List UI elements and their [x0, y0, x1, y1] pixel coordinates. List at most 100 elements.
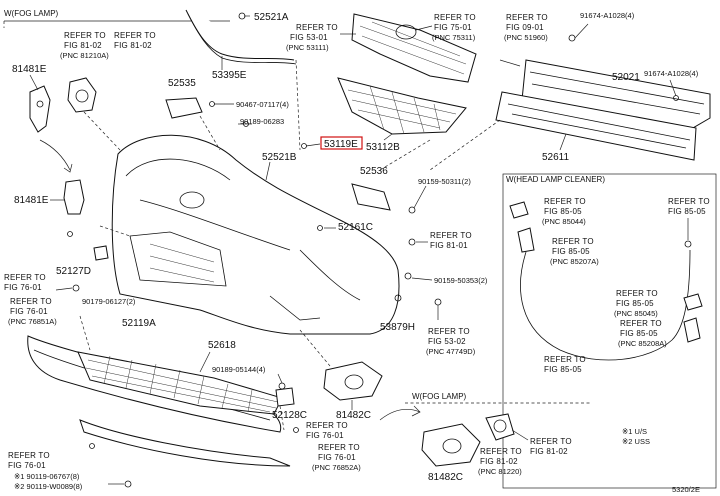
ref-76852a-c[interactable]: (PNC 76852A)	[312, 463, 361, 472]
bolt-90189-05144[interactable]: 90189-05144(4)	[212, 365, 266, 374]
fog-lamp-cover-mid[interactable]	[323, 361, 383, 401]
bracket-52535[interactable]	[165, 97, 203, 119]
fog-lamp-unit[interactable]	[485, 413, 515, 441]
ref-85-05-tr-a[interactable]: REFER TO	[668, 197, 710, 206]
ref-85045-b[interactable]: FIG 85-05	[616, 299, 654, 308]
bolt-90159-50353[interactable]: 90159-50353(2)	[434, 276, 488, 285]
ref-81220-a[interactable]: REFER TO	[480, 447, 522, 456]
ref-76-01-a[interactable]: REFER TO	[4, 273, 46, 282]
washer-hose[interactable]	[520, 249, 691, 361]
bumper-reinforcement-52021[interactable]	[521, 59, 711, 133]
ref-81-02-bottom-a[interactable]: REFER TO	[530, 437, 572, 446]
ref-85208a-b[interactable]: FIG 85-05	[620, 329, 658, 338]
bolt-90159-50311[interactable]: 90159-50311(2)	[418, 177, 471, 186]
part-52611[interactable]: 52611	[542, 152, 570, 163]
fog-lamp-bracket-top[interactable]	[29, 85, 51, 133]
ref-76851a-a[interactable]: REFER TO	[10, 297, 52, 306]
ref-09-01-c[interactable]: (PNC 51960)	[504, 33, 548, 42]
bolt-90119-06767[interactable]: ※1 90119-06767(8)	[14, 472, 80, 481]
ref-81-02-top2-a[interactable]: REFER TO	[114, 31, 156, 40]
ref-81-01-a[interactable]: REFER TO	[430, 231, 472, 240]
bumper-energy-absorber-52611[interactable]	[495, 91, 697, 161]
washer-nozzle-left[interactable]	[517, 227, 535, 253]
ref-85208a-c[interactable]: (PNC 85208A)	[618, 339, 667, 348]
ref-76-01-b[interactable]: FIG 76-01	[4, 283, 42, 292]
ref-81-02-bottom-b[interactable]: FIG 81-02	[530, 447, 568, 456]
ref-85044-a[interactable]: REFER TO	[544, 197, 586, 206]
ref-76-01-mid-a[interactable]: REFER TO	[306, 421, 348, 430]
bolt-90189-06283[interactable]: 90189-06283	[240, 117, 284, 126]
part-53112b[interactable]: 53112B	[366, 142, 400, 153]
part-81481e-mid[interactable]: 81481E	[14, 195, 49, 206]
ref-85207a-c[interactable]: (PNC 85207A)	[550, 257, 599, 266]
part-81481e-top[interactable]: 81481E	[12, 64, 47, 75]
ref-81-02-top-a[interactable]: REFER TO	[64, 31, 106, 40]
bumper-lower-undercover[interactable]	[79, 419, 291, 467]
part-53119e-highlight[interactable]	[320, 136, 363, 150]
ref-53-02-b[interactable]: FIG 53-02	[428, 337, 466, 346]
ref-53-02-a[interactable]: REFER TO	[428, 327, 470, 336]
ref-85044-b[interactable]: FIG 85-05	[544, 207, 582, 216]
ref-75-01-c[interactable]: (PNC 75311)	[432, 33, 476, 42]
fog-lamp-connector-top[interactable]	[67, 77, 97, 113]
ref-81-02-top-c[interactable]: (PNC 81210A)	[60, 51, 109, 60]
part-52021[interactable]: 52021	[612, 72, 640, 83]
ref-53-01-b[interactable]: FIG 53-01	[290, 33, 328, 42]
part-52128c[interactable]: 52128C	[272, 410, 307, 421]
ref-81220-c[interactable]: (PNC 81220)	[478, 467, 522, 476]
ref-81-02-top2-b[interactable]: FIG 81-02	[114, 41, 152, 50]
fog-lamp-bracket-mid[interactable]	[63, 179, 85, 215]
part-53879h[interactable]: 53879H	[380, 322, 415, 333]
radiator-grille-upper[interactable]	[351, 13, 477, 83]
ref-75-01-a[interactable]: REFER TO	[434, 13, 476, 22]
part-52161c[interactable]: 52161C	[338, 222, 373, 233]
ref-85208a-a[interactable]: REFER TO	[620, 319, 662, 328]
ref-76851a-b[interactable]: FIG 76-01	[10, 307, 48, 316]
part-81482c-bottom[interactable]: 81482C	[428, 472, 463, 483]
ref-76-01-bottom-a[interactable]: REFER TO	[8, 451, 50, 460]
ref-09-01-a[interactable]: REFER TO	[506, 13, 548, 22]
part-52618[interactable]: 52618	[208, 340, 236, 351]
ref-81-02-top-b[interactable]: FIG 81-02	[64, 41, 102, 50]
part-52127d[interactable]: 52127D	[56, 266, 91, 277]
radiator-grille-lower[interactable]	[337, 77, 467, 135]
clip-52127d[interactable]	[93, 245, 109, 261]
ref-76852a-b[interactable]: FIG 76-01	[318, 453, 356, 462]
ref-85045-c[interactable]: (PNC 85045)	[614, 309, 658, 318]
ref-76852a-a[interactable]: REFER TO	[318, 443, 360, 452]
bracket-52536[interactable]	[351, 183, 391, 211]
ref-85-05-bottom-b[interactable]: FIG 85-05	[544, 365, 582, 374]
part-52535[interactable]: 52535	[168, 78, 196, 89]
bolt-91674-a1028-top[interactable]: 91674-A1028(4)	[580, 11, 635, 20]
bolt-91674-a1028-right[interactable]: 91674-A1028(4)	[644, 69, 699, 78]
head-lamp-cleaner-cap-right[interactable]	[683, 293, 703, 311]
part-52521a[interactable]: 52521A	[254, 12, 289, 23]
fog-lamp-cover-bottom[interactable]	[421, 423, 481, 467]
ref-09-01-b[interactable]: FIG 09-01	[506, 23, 544, 32]
ref-85044-c[interactable]: (PNC 85044)	[542, 217, 586, 226]
ref-76-01-bottom-b[interactable]: FIG 76-01	[8, 461, 46, 470]
front-bumper-cover[interactable]	[111, 134, 400, 335]
part-81482c-mid[interactable]: 81482C	[336, 410, 371, 421]
clip-91674-a[interactable]	[568, 23, 589, 42]
head-lamp-cleaner-cap-left[interactable]	[509, 201, 529, 219]
part-53395e[interactable]: 53395E	[212, 70, 247, 81]
ref-76851a-c[interactable]: (PNC 76851A)	[8, 317, 57, 326]
ref-81-01-b[interactable]: FIG 81-01	[430, 241, 468, 250]
part-52521b[interactable]: 52521B	[262, 152, 297, 163]
lower-grille-52618[interactable]	[77, 351, 283, 415]
ref-85207a-b[interactable]: FIG 85-05	[552, 247, 590, 256]
ref-53-01-a[interactable]: REFER TO	[296, 23, 338, 32]
part-53119e[interactable]: 53119E	[324, 139, 358, 150]
bolt-90467-07117[interactable]: 90467-07117(4)	[236, 100, 289, 109]
washer-nozzle-right[interactable]	[683, 317, 701, 343]
ref-85-05-bottom-a[interactable]: REFER TO	[544, 355, 586, 364]
ref-53-01-c[interactable]: (PNC 53111)	[286, 43, 329, 52]
ref-75-01-b[interactable]: FIG 75-01	[434, 23, 472, 32]
ref-81220-b[interactable]: FIG 81-02	[480, 457, 518, 466]
clip-52128c[interactable]	[275, 387, 295, 407]
ref-53-02-c[interactable]: (PNC 47749D)	[426, 347, 476, 356]
part-52119a[interactable]: 52119A	[122, 318, 156, 329]
ref-85-05-tr-b[interactable]: FIG 85-05	[668, 207, 706, 216]
ref-85207a-a[interactable]: REFER TO	[552, 237, 594, 246]
